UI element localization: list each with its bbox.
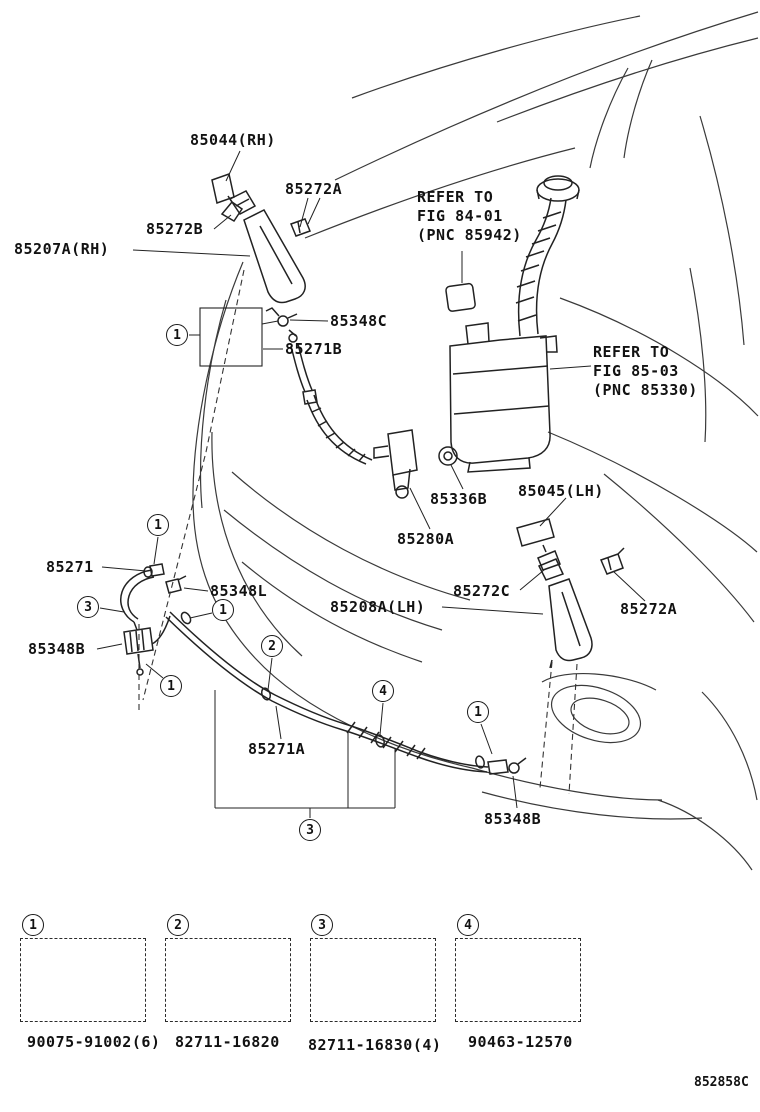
part-label-85348l: 85348L xyxy=(210,582,268,600)
ref-line: REFER TO xyxy=(417,188,494,206)
clip-85272c xyxy=(537,544,561,571)
legend-callout-2: 2 xyxy=(167,914,189,936)
cover-85045 xyxy=(516,518,555,547)
part-label-85044: 85044(RH) xyxy=(190,131,276,149)
actuator-rh xyxy=(228,190,306,304)
ref-line: FIG 84-01 xyxy=(417,207,503,225)
hose-85271a xyxy=(165,611,489,773)
legend-callout-4: 4 xyxy=(457,914,479,936)
part-label-85271: 85271 xyxy=(46,558,94,576)
part-label-85045: 85045(LH) xyxy=(518,482,604,500)
part-label-85348b-left: 85348B xyxy=(28,640,86,658)
legend-part-4: 90463-12570 xyxy=(468,1033,573,1051)
callout-2-hose: 2 xyxy=(261,635,283,657)
hose-85271b xyxy=(288,329,318,405)
ref-line: (PNC 85330) xyxy=(593,381,698,399)
callout-1-right: 1 xyxy=(467,701,489,723)
legend-part-1: 90075-91002(6) xyxy=(27,1033,161,1051)
washer-reservoir xyxy=(449,322,558,473)
legend-callout-3: 3 xyxy=(311,914,333,936)
leader-lines xyxy=(96,150,646,818)
legend-box-4 xyxy=(455,938,581,1022)
corrugated-hose-upper xyxy=(306,394,373,465)
valve-85348b-left xyxy=(123,615,171,676)
callout-3-left: 3 xyxy=(77,596,99,618)
legend-callout-1: 1 xyxy=(22,914,44,936)
callout-1-hose-upper: 1 xyxy=(147,514,169,536)
legend-box-1 xyxy=(20,938,146,1022)
reservoir-filler-neck xyxy=(515,175,580,337)
hose-85271 xyxy=(120,563,165,623)
part-label-85280a: 85280A xyxy=(397,530,455,548)
part-label-85207a: 85207A(RH) xyxy=(14,240,110,258)
drawing-code: 852858C xyxy=(694,1075,749,1090)
fitting-85348l xyxy=(165,575,187,594)
cover-85044 xyxy=(211,173,235,204)
part-label-85348c: 85348C xyxy=(330,312,388,330)
part-label-85348b-right: 85348B xyxy=(484,810,542,828)
callout-3-bottom: 3 xyxy=(299,819,321,841)
washer-pump xyxy=(373,429,418,499)
car-body-lines xyxy=(192,11,759,871)
part-label-85208a: 85208A(LH) xyxy=(330,598,426,616)
part-label-85336b: 85336B xyxy=(430,490,488,508)
legend-box-3 xyxy=(310,938,436,1022)
part-label-85271a: 85271A xyxy=(248,740,306,758)
part-label-85272b: 85272B xyxy=(146,220,204,238)
reference-note-fig85-03: REFER TO FIG 85-03 (PNC 85330) xyxy=(593,343,698,400)
part-fig8401 xyxy=(445,282,476,312)
callout-1-left-mid: 1 xyxy=(212,599,234,621)
nozzle-85348b-right xyxy=(487,757,527,775)
nozzle-85348c xyxy=(265,307,298,327)
callout-1-nozzle-box: 1 xyxy=(166,324,188,346)
legend-box-2 xyxy=(165,938,291,1022)
part-label-85272c: 85272C xyxy=(453,582,511,600)
washer-components xyxy=(120,173,625,775)
callout-1-left-lower: 1 xyxy=(160,675,182,697)
ref-line: FIG 85-03 xyxy=(593,362,679,380)
part-label-85272a-right: 85272A xyxy=(620,600,678,618)
clip-85272a-top xyxy=(290,218,311,237)
part-label-85271b: 85271B xyxy=(285,340,343,358)
ref-line: (PNC 85942) xyxy=(417,226,522,244)
part-label-85272a-top: 85272A xyxy=(285,180,343,198)
actuator-lh xyxy=(537,558,593,669)
ref-line: REFER TO xyxy=(593,343,670,361)
reference-note-fig84-01: REFER TO FIG 84-01 (PNC 85942) xyxy=(417,188,522,245)
legend-part-2: 82711-16820 xyxy=(175,1033,280,1051)
dashed-lines xyxy=(138,269,578,795)
detail-box xyxy=(199,307,263,367)
legend-part-3: 82711-16830(4) xyxy=(308,1036,442,1054)
clip-85272a-right xyxy=(599,547,625,575)
callout-4-hose: 4 xyxy=(372,680,394,702)
pump-grommet xyxy=(438,446,458,466)
